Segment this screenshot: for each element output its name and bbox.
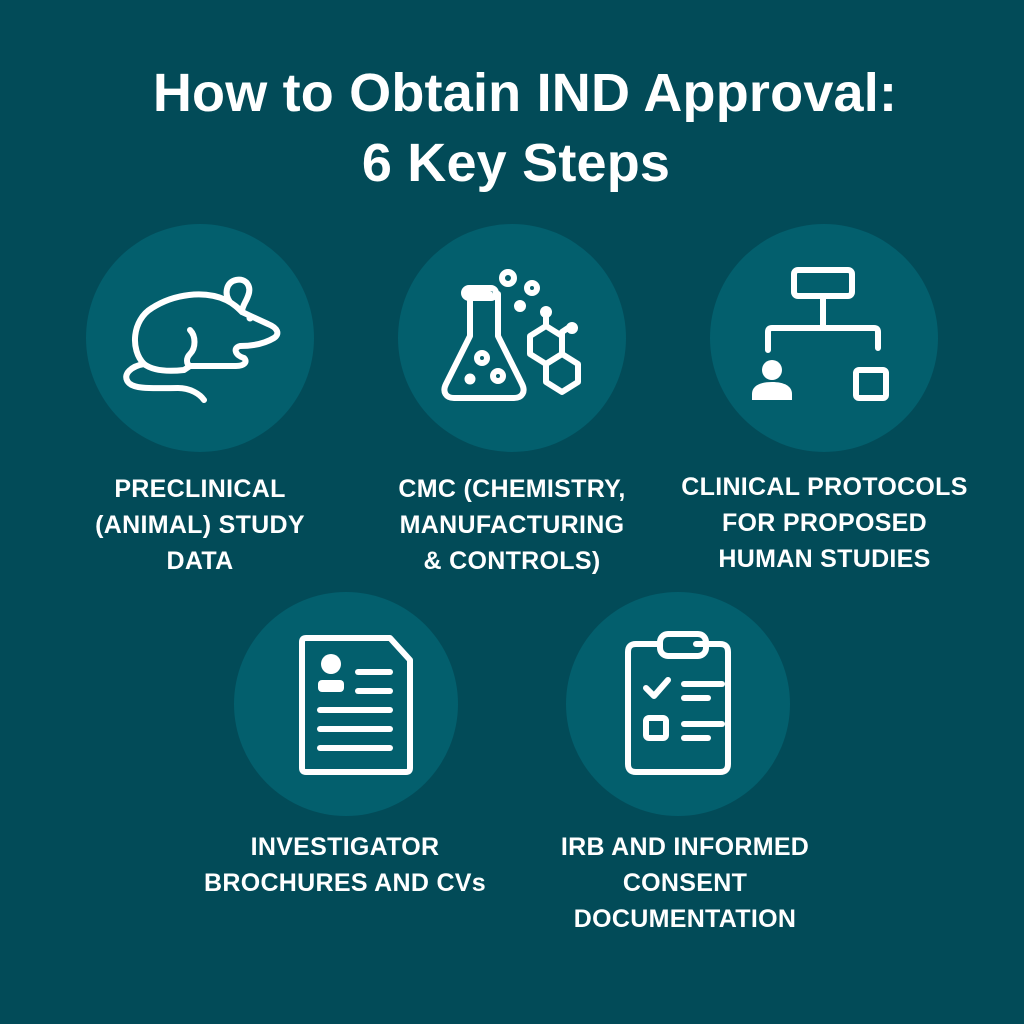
mouse-icon	[123, 276, 281, 403]
step-label: INVESTIGATOR BROCHURES AND CVs	[204, 833, 486, 897]
step-label: PRECLINICAL (ANIMAL) STUDY DATA	[95, 475, 305, 575]
step-label: CMC (CHEMISTRY, MANUFACTURING & CONTROLS…	[398, 475, 626, 575]
resume-document-icon	[299, 635, 413, 775]
step-label: IRB AND INFORMED CONSENT DOCUMENTATION	[560, 833, 810, 933]
page-title: How to Obtain IND Approval: 6 Key Steps	[0, 58, 1024, 198]
icon-circle	[86, 224, 314, 452]
protocol-flowchart-icon	[752, 267, 889, 401]
icon-circle	[234, 592, 458, 816]
checklist-clipboard-icon	[625, 631, 731, 775]
flask-molecule-icon	[441, 269, 581, 401]
icon-circle	[710, 224, 938, 452]
icon-circle	[398, 224, 626, 452]
step-label: CLINICAL PROTOCOLS FOR PROPOSED HUMAN ST…	[681, 473, 968, 573]
title-line-1: How to Obtain IND Approval:	[152, 63, 898, 123]
icon-circle	[566, 592, 790, 816]
title-line-2: 6 Key Steps	[361, 133, 671, 193]
